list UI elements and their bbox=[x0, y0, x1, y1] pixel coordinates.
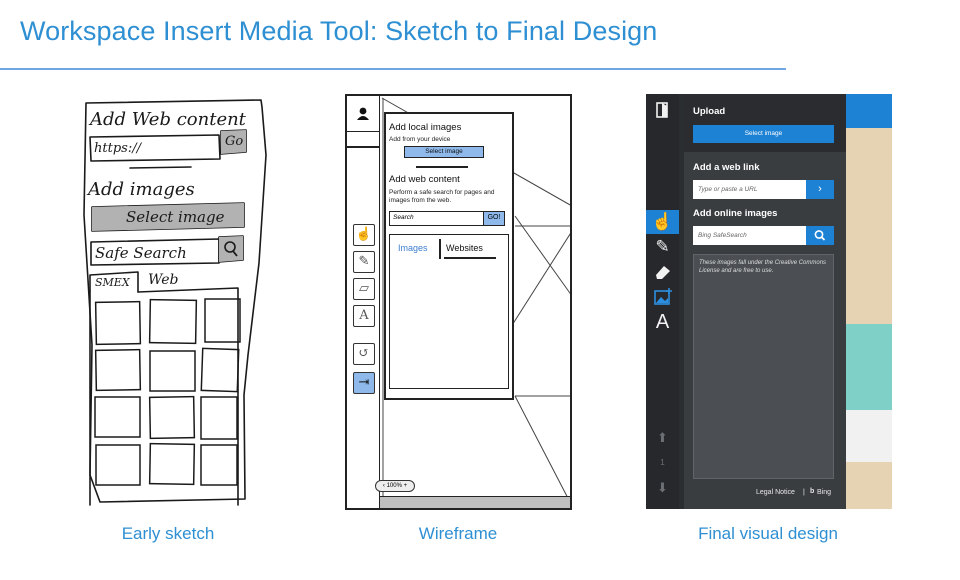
weblink-heading: Add a web link bbox=[693, 162, 760, 173]
bing-label: Bing bbox=[817, 489, 832, 496]
exit-door-icon[interactable] bbox=[646, 98, 679, 122]
sketch-drawing bbox=[83, 99, 267, 506]
text-tool-icon[interactable]: A bbox=[353, 305, 375, 327]
footer-separator: | bbox=[803, 489, 805, 496]
wf-go-button[interactable]: GO! bbox=[483, 211, 505, 226]
online-images-heading: Add online images bbox=[693, 208, 778, 219]
insert-media-icon[interactable]: ⇥ bbox=[353, 372, 375, 394]
eraser-tool-icon[interactable]: ▱ bbox=[353, 278, 375, 300]
final-design-panel: ☝ ✎ A ⬆ 1 ⬇ Upload Select image Add a we… bbox=[646, 94, 892, 509]
wireframe-toolrail: ☝ ✎ ▱ A ↺ ⇥ bbox=[347, 96, 380, 508]
wf-tab-separator bbox=[439, 239, 441, 259]
text-tool-icon[interactable]: A bbox=[655, 311, 670, 333]
page-up-icon[interactable]: ⬆ bbox=[657, 430, 668, 445]
sketch-safesearch: Safe Search bbox=[95, 244, 187, 262]
license-note: These images fall under the Creative Com… bbox=[699, 260, 827, 274]
wf-local-sub: Add from your device bbox=[389, 136, 451, 143]
wf-tab-underline bbox=[444, 257, 496, 259]
canvas-white-card bbox=[846, 410, 892, 462]
caption-sketch: Early sketch bbox=[121, 524, 215, 543]
wf-local-heading: Add local images bbox=[389, 122, 462, 133]
wf-select-image-button[interactable]: Select image bbox=[404, 146, 484, 158]
flyout-footer: Legal Notice | b Bing bbox=[684, 486, 846, 502]
user-icon bbox=[357, 107, 369, 120]
page-down-icon[interactable]: ⬇ bbox=[657, 480, 668, 495]
insert-image-icon[interactable] bbox=[646, 285, 679, 309]
final-insert-flyout: Upload Select image Add a web link Type … bbox=[684, 94, 846, 509]
image-plus-glyph bbox=[654, 288, 672, 305]
wf-zoom-control[interactable]: ‹ 100% + bbox=[375, 480, 415, 492]
wf-divider bbox=[416, 166, 468, 168]
page-title: Workspace Insert Media Tool: Sketch to F… bbox=[20, 16, 658, 46]
url-go-button[interactable]: › bbox=[806, 180, 834, 199]
wf-tab-images[interactable]: Images bbox=[398, 243, 428, 253]
caption-wireframe: Wireframe bbox=[418, 524, 498, 543]
pen-tool-icon[interactable]: ✎ bbox=[353, 251, 375, 273]
wireframe-insert-dialog: Add local images Add from your device Se… bbox=[384, 112, 514, 400]
sketch-panel: Add Web content https:// Go Add images S… bbox=[78, 95, 278, 510]
caption-final: Final visual design bbox=[698, 524, 838, 543]
sketch-images-heading: Add images bbox=[88, 179, 195, 200]
wf-web-heading: Add web content bbox=[389, 174, 460, 185]
eraser-glyph bbox=[656, 266, 670, 279]
bing-search-button[interactable] bbox=[806, 226, 834, 245]
sketch-tab-web: Web bbox=[148, 272, 179, 288]
sketch-tab-smex: SMEX bbox=[95, 276, 130, 289]
canvas-header bbox=[846, 94, 892, 128]
url-input[interactable]: Type or paste a URL bbox=[693, 180, 806, 199]
undo-icon[interactable]: ↺ bbox=[353, 343, 375, 365]
eraser-tool-icon[interactable] bbox=[646, 259, 679, 283]
wireframe-user-tab[interactable] bbox=[347, 96, 380, 132]
bing-search-input[interactable]: Bing SafeSearch bbox=[693, 226, 806, 245]
hand-tool-icon[interactable]: ☝ bbox=[646, 210, 679, 234]
final-toolrail: ☝ ✎ A ⬆ 1 ⬇ bbox=[646, 94, 679, 509]
legal-notice-link[interactable]: Legal Notice bbox=[756, 489, 795, 496]
upload-heading: Upload bbox=[693, 106, 726, 117]
sketch-web-heading: Add Web content bbox=[90, 109, 246, 130]
sketch-select-image: Select image bbox=[126, 208, 225, 226]
wireframe-panel: ☝ ✎ ▱ A ↺ ⇥ Add local images Add from yo… bbox=[345, 94, 572, 510]
hand-tool-icon[interactable]: ☝ bbox=[353, 224, 375, 246]
page-number: 1 bbox=[660, 458, 665, 467]
wf-bottom-scrollbar[interactable] bbox=[380, 496, 570, 508]
door-icon-glyph bbox=[656, 102, 668, 118]
rail-divider bbox=[347, 146, 380, 148]
sketch-url-value: https:// bbox=[94, 141, 141, 156]
title-divider bbox=[0, 68, 786, 70]
select-image-button[interactable]: Select image bbox=[693, 125, 834, 143]
sketch-go-label: Go bbox=[225, 134, 244, 149]
chevron-right-icon: › bbox=[818, 183, 822, 195]
wf-tab-websites[interactable]: Websites bbox=[446, 243, 483, 253]
wf-web-desc-2: images from the web. bbox=[389, 197, 452, 204]
search-icon bbox=[814, 230, 826, 241]
pen-tool-icon[interactable]: ✎ bbox=[655, 237, 670, 256]
bing-logo-icon: b bbox=[810, 488, 815, 495]
wf-results-panel: Images Websites bbox=[389, 234, 509, 389]
image-results-panel: These images fall under the Creative Com… bbox=[693, 254, 834, 479]
wf-zoom-value: 100% bbox=[386, 483, 402, 489]
canvas-note-card bbox=[846, 324, 892, 410]
wf-web-desc-1: Perform a safe search for pages and bbox=[389, 189, 495, 196]
zoom-out-icon[interactable]: ‹ bbox=[382, 483, 387, 489]
upload-section bbox=[684, 94, 846, 152]
wf-search-input[interactable]: Search bbox=[389, 211, 484, 226]
final-canvas-peek bbox=[846, 94, 892, 509]
zoom-in-icon[interactable]: + bbox=[401, 483, 408, 489]
